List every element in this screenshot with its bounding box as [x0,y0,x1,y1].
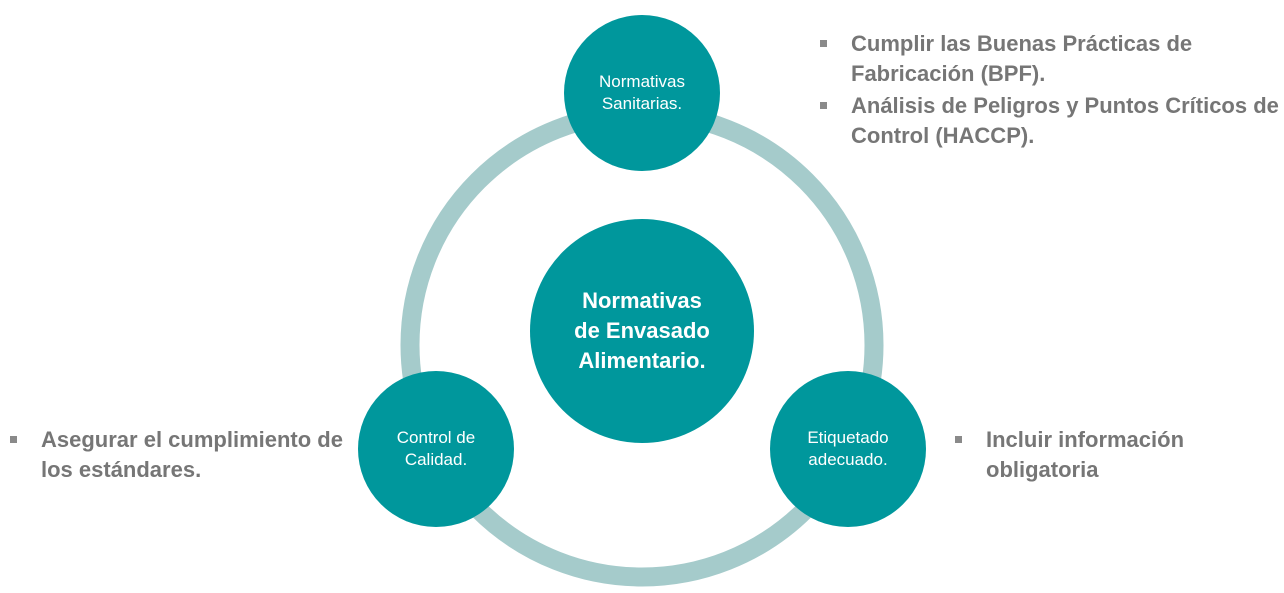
list-item: Cumplir las Buenas Prácticas de Fabricac… [820,29,1280,89]
list-item: Asegurar el cumplimiento de los estándar… [10,425,355,485]
right-node-label: Etiquetado adecuado. [807,428,889,469]
top-node-label: Normativas Sanitarias. [599,72,685,113]
left-bullet-list: Asegurar el cumplimiento de los estándar… [10,425,355,487]
square-bullet-icon [820,102,827,109]
bullet-text: Cumplir las Buenas Prácticas de Fabricac… [851,31,1193,86]
list-item: Incluir información obligatoria [955,425,1215,485]
top-node [564,15,720,171]
square-bullet-icon [10,436,17,443]
square-bullet-icon [955,436,962,443]
bullet-text: Incluir información obligatoria [986,427,1185,482]
top-right-bullet-list: Cumplir las Buenas Prácticas de Fabricac… [820,29,1280,153]
center-node [530,219,754,443]
right-bullet-list: Incluir información obligatoria [955,425,1215,487]
list-item: Análisis de Peligros y Puntos Críticos d… [820,91,1280,151]
left-node [358,371,514,527]
right-node [770,371,926,527]
bullet-text: Análisis de Peligros y Puntos Críticos d… [851,93,1279,148]
bullet-text: Asegurar el cumplimiento de los estándar… [41,427,343,482]
center-node-label: Normativas de Envasado Alimentario. [574,288,710,373]
left-node-label: Control de Calidad. [396,428,476,469]
square-bullet-icon [820,40,827,47]
